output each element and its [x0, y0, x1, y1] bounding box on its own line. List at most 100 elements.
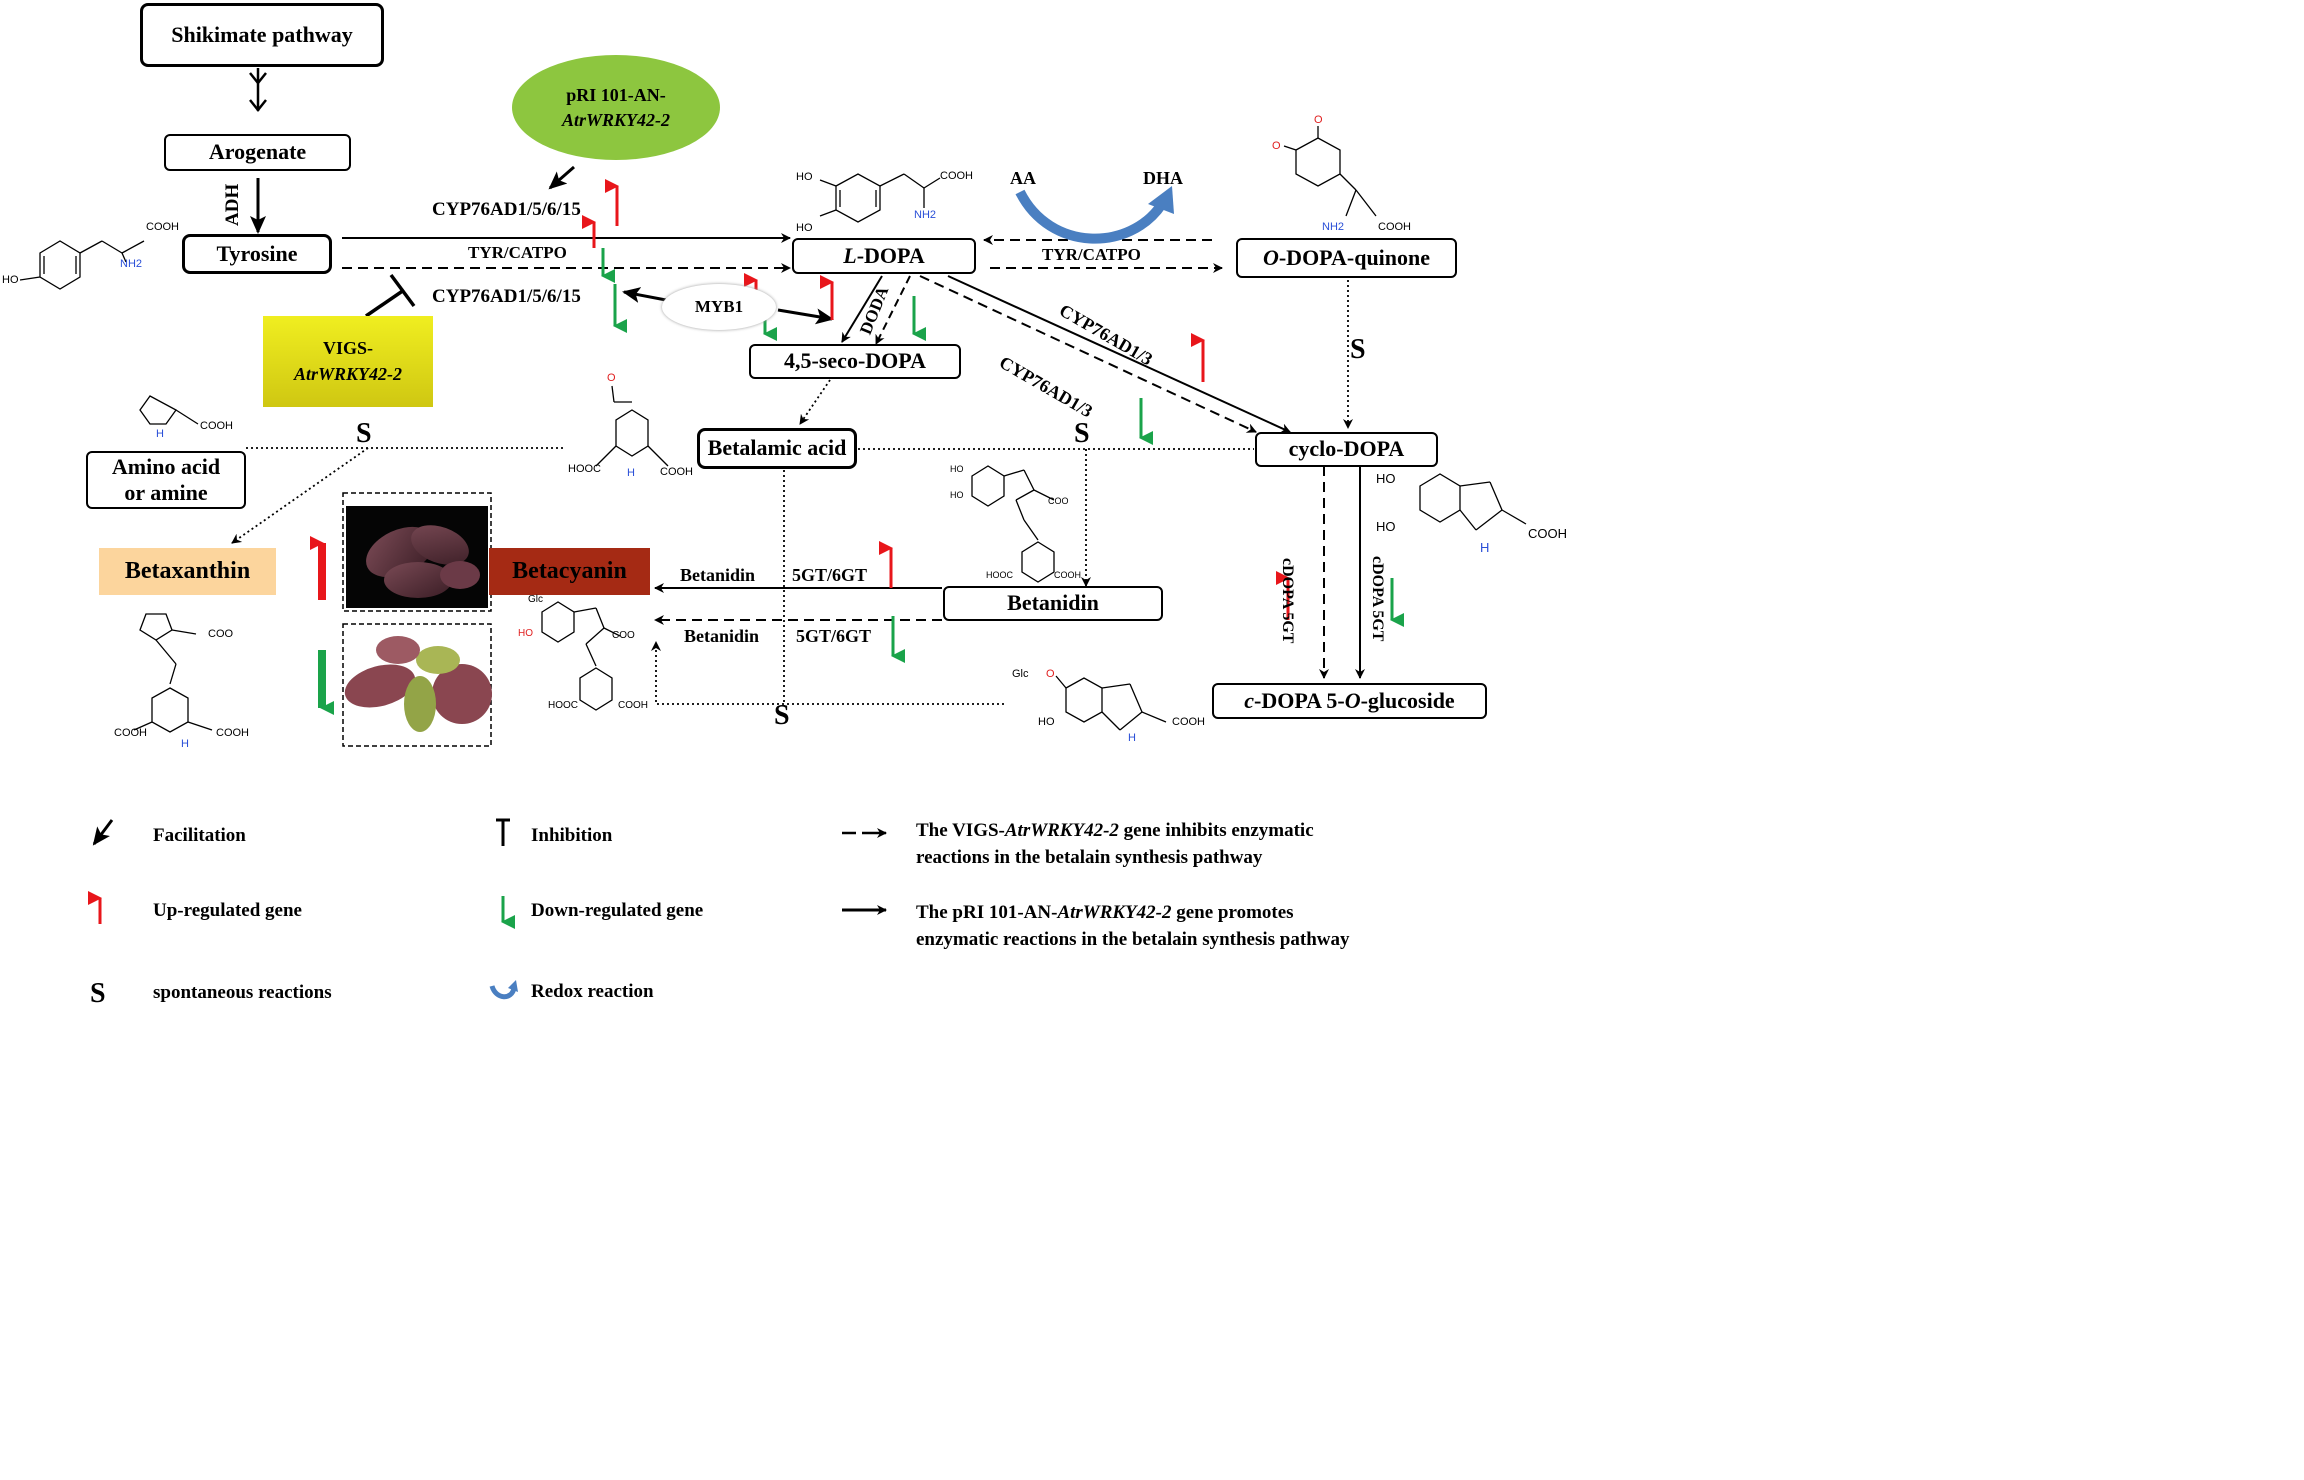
seco-dopa-box: 4,5-seco-DOPA: [749, 344, 961, 379]
chem-ldopa-nh2: NH2: [914, 209, 937, 221]
chem-bx-h: H: [181, 738, 189, 750]
myb-seco-arrow: [777, 308, 834, 325]
s-label-amino: S: [356, 418, 372, 449]
legend-down: Down-regulated gene: [531, 900, 704, 921]
betacyanin-label: Betacyanin: [512, 558, 627, 585]
cdopa-5gt-label-b: cDOPA 5GT: [1369, 556, 1386, 642]
legend-up: Up-regulated gene: [153, 900, 302, 921]
chem-bcy-glc: Glc: [528, 594, 543, 605]
betalamic-structure: [595, 385, 669, 467]
tyr-catpo-label-1: TYR/CATPO: [468, 243, 567, 262]
chem-cyc-h: H: [1480, 540, 1490, 555]
betanidin-structure: [971, 465, 1055, 583]
tyrosine-structure: [19, 240, 145, 290]
tyrosine-box: Tyrosine: [182, 234, 332, 274]
chem-cyc-ho1: HO: [1376, 471, 1396, 486]
gt-label-2: 5GT/6GT: [796, 626, 872, 646]
chem-glu-cooh: COOH: [1172, 716, 1205, 728]
cyp-down-label: CYP76AD1/5/6/15: [432, 286, 581, 307]
ldopa-italic: L: [843, 242, 857, 268]
chem-glu-glc: Glc: [1012, 668, 1029, 680]
betacyanin-box: Betacyanin: [489, 548, 650, 595]
legend-pri-pre: The pRI 101-AN-: [916, 902, 1058, 923]
chem-ldopa-ho2: HO: [796, 222, 813, 234]
tyrosine-label: Tyrosine: [216, 240, 298, 266]
legend-spontaneous: spontaneous reactions: [153, 982, 332, 1003]
dha-label: DHA: [1143, 168, 1183, 188]
shikimate-arrow: [249, 68, 267, 113]
betaxanthin-label: Betaxanthin: [124, 558, 251, 585]
chem-tyr-ho: HO: [2, 274, 19, 286]
chem-bla-cooh: COOH: [660, 466, 693, 478]
betaxanthin-structure: [133, 613, 213, 733]
vigs-line1: VIGS-: [322, 338, 373, 359]
chem-tyr-cooh: COOH: [146, 221, 179, 233]
cdg-italic-c: c: [1244, 687, 1255, 713]
chem-cyc-ho2: HO: [1376, 519, 1396, 534]
betanidin-gt-label-2: Betanidin: [684, 626, 760, 646]
chem-glu-ho: HO: [1038, 716, 1055, 728]
chem-ldopa-cooh: COOH: [940, 170, 973, 182]
legend-inhibition-icon: [496, 818, 510, 846]
legend-pri-line1: The pRI 101-AN-AtrWRKY42-2 gene promotes: [916, 899, 1294, 926]
ldopa-cyclo-solid: [947, 275, 1291, 433]
chem-glu-h: H: [1128, 732, 1136, 744]
betanidin-label: Betanidin: [1007, 590, 1099, 616]
odq-box: O-DOPA-quinone: [1236, 238, 1457, 278]
s-label-betacyanin: S: [774, 700, 790, 731]
cdg-italic-o: O: [1344, 687, 1361, 713]
chem-cyc-cooh: COOH: [1528, 526, 1567, 541]
betalain-pathway-diagram: Shikimate pathway Arogenate Tyrosine L-D…: [0, 0, 1568, 1007]
legend-vigs-post: gene inhibits enzymatic: [1118, 820, 1314, 841]
pathway-arrows: [19, 68, 1527, 1000]
shikimate-label: Shikimate pathway: [171, 21, 353, 47]
legend-redox: Redox reaction: [531, 981, 654, 1002]
cdopa-5gt-label-a: cDOPA 5GT: [1279, 558, 1296, 644]
betacyanin-structure: [541, 601, 621, 711]
aa-label: AA: [1010, 168, 1036, 188]
seco-betalamic-dotted: [799, 379, 831, 425]
ldopa-seco-solid: [841, 275, 883, 343]
amino-line2: or amine: [124, 480, 208, 505]
chem-bcy-ho: HO: [518, 628, 533, 639]
legend-vigs-line2: reactions in the betalain synthesis path…: [916, 847, 1263, 868]
chem-bx-cooh2: COOH: [216, 727, 249, 739]
betaxanthin-box: Betaxanthin: [99, 548, 276, 595]
ldopa-cyclo-dashed: [919, 275, 1257, 433]
cdopa-glucoside-box: c-DOPA 5-O-glucoside: [1212, 683, 1487, 719]
adh-label: ADH: [222, 183, 243, 226]
glucoside-betacyanin-dotted: [651, 641, 1004, 705]
legend-inhibition: Inhibition: [531, 825, 613, 846]
legend-pri-post: gene promotes: [1171, 902, 1294, 923]
cdg-mid: -DOPA 5-: [1254, 687, 1345, 713]
betanidin-gt-label-1: Betanidin: [680, 565, 756, 585]
chem-bcy-cooh: COOH: [618, 700, 648, 711]
ldopa-label: -DOPA: [856, 242, 925, 268]
cyclo-label: cyclo-DOPA: [1288, 436, 1405, 462]
myb1-label: MYB1: [694, 297, 744, 316]
chem-tyr-nh2: NH2: [120, 258, 143, 270]
tyr-catpo-label-2: TYR/CATPO: [1042, 245, 1141, 264]
legend-vigs-gene: AtrWRKY42-2: [1004, 820, 1119, 841]
chem-odq-cooh: COOH: [1378, 221, 1411, 233]
chem-bla-o: O: [607, 372, 616, 384]
legend-vigs-pre: The VIGS-: [916, 820, 1005, 841]
odq-italic: O: [1262, 244, 1279, 270]
legend-redox-icon: [489, 985, 517, 1000]
chem-pro-cooh: COOH: [200, 420, 233, 432]
odq-structure: [1283, 126, 1377, 217]
photo-frame-top: [342, 492, 492, 612]
ldopa-box: L-DOPA: [792, 238, 976, 274]
vigs-line2: AtrWRKY42-2: [293, 363, 403, 384]
redox-arrow: [1015, 189, 1167, 244]
plant-leaves-light: [344, 636, 492, 732]
betalamic-label: Betalamic acid: [707, 435, 847, 461]
glucoside-structure: [1055, 675, 1167, 731]
amino-line1: Amino acid: [111, 453, 221, 479]
legend-vigs-line1: The VIGS-AtrWRKY42-2 gene inhibits enzym…: [916, 817, 1314, 844]
cyp-up-label: CYP76AD1/5/6/15: [432, 199, 581, 220]
photo-frame-bottom: [342, 623, 492, 747]
arogenate-label: Arogenate: [208, 139, 307, 165]
arogenate-box: Arogenate: [164, 134, 351, 171]
